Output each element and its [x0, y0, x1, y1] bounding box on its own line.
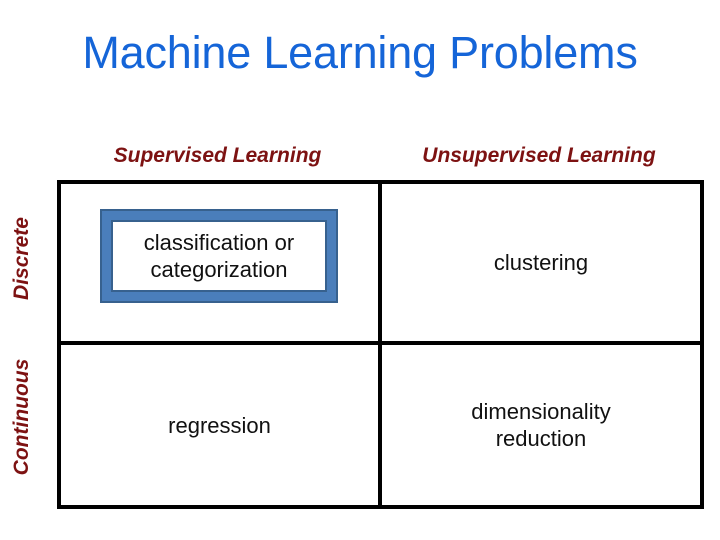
highlight-box-inner: classification or categorization: [111, 220, 327, 292]
cell-label-dimensionality: dimensionality: [471, 399, 611, 424]
ml-problems-matrix: clustering regression dimensionality red…: [57, 180, 704, 509]
cell-label-clustering: clustering: [493, 250, 589, 275]
cell-discrete-unsupervised[interactable]: clustering: [378, 180, 704, 345]
cell-label-categorization: categorization: [150, 257, 288, 282]
cell-label-classification: classification or: [143, 230, 295, 255]
cell-label-regression: regression: [168, 412, 271, 438]
column-header-supervised-learning: Supervised Learning: [113, 144, 322, 167]
highlight-box-classification[interactable]: classification or categorization: [100, 209, 338, 303]
table-row: regression dimensionality reduction: [57, 341, 704, 509]
cell-continuous-unsupervised[interactable]: dimensionality reduction: [378, 341, 704, 509]
column-header-unsupervised-learning: Unsupervised Learning: [422, 144, 656, 167]
page-title: Machine Learning Problems: [82, 27, 638, 78]
cell-continuous-supervised[interactable]: regression: [57, 341, 382, 509]
cell-label-reduction: reduction: [495, 426, 587, 451]
